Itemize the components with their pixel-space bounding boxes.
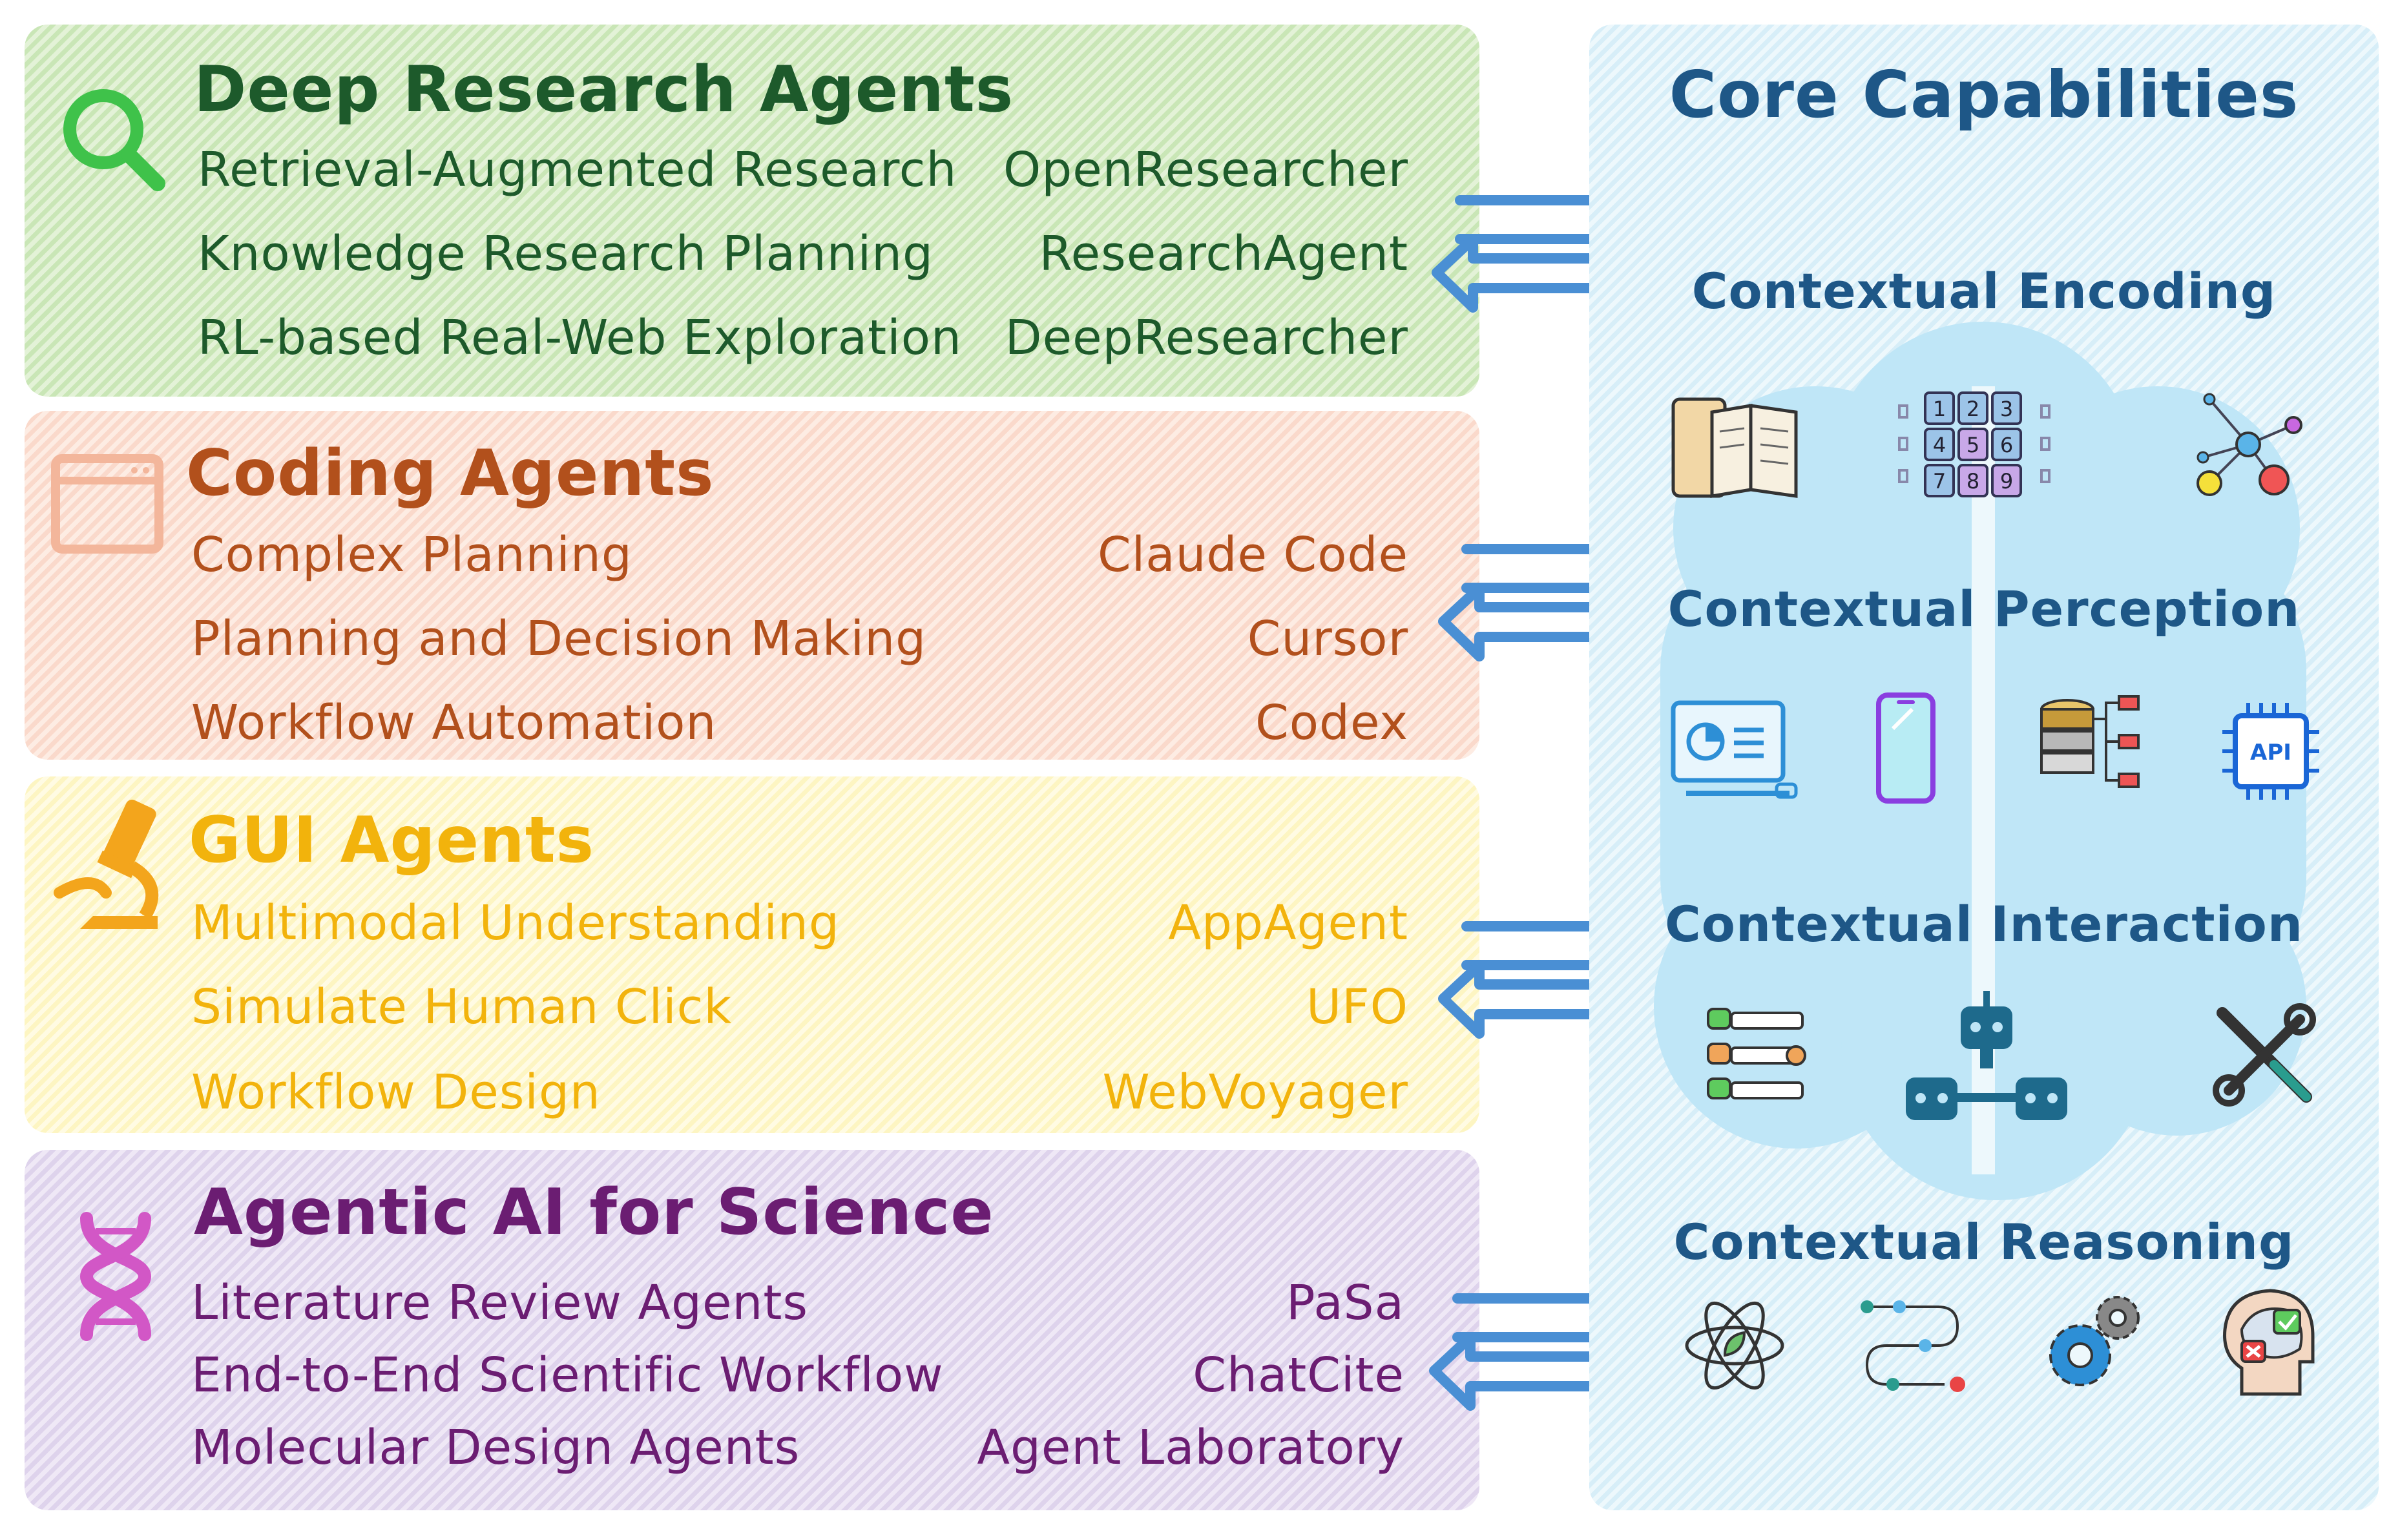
- keypad-key: [1991, 391, 2022, 425]
- panel-item: Simulate Human Click: [191, 979, 733, 1035]
- binary-bit: [1898, 437, 1908, 451]
- keypad-key: [1991, 464, 2022, 497]
- panel-example: Cursor: [1247, 611, 1408, 667]
- keypad-digit: 8: [1967, 469, 1979, 494]
- panel-item: Retrieval-Augmented Research: [198, 142, 957, 198]
- microscope-icon: [54, 799, 159, 929]
- panel-item: Molecular Design Agents: [191, 1420, 800, 1475]
- keypad-digit: 5: [1967, 433, 1979, 457]
- monitor-chart-icon: [1671, 700, 1798, 799]
- network-graph-icon: [2197, 393, 2302, 496]
- deep-research-panel: Deep Research Agents Retrieval-Augmented…: [25, 25, 1479, 397]
- panel-item: Planning and Decision Making: [191, 611, 927, 667]
- keypad-key: [1957, 391, 1988, 425]
- panel-example: DeepResearcher: [1005, 310, 1408, 366]
- panel-item: Complex Planning: [191, 527, 632, 583]
- robot-team-icon: [1906, 991, 2067, 1120]
- binary-bit: [1898, 404, 1908, 419]
- atom-leaf-icon: [1685, 1301, 1784, 1390]
- panel-item: Literature Review Agents: [191, 1275, 808, 1331]
- keypad-digit: 1: [1933, 397, 1946, 421]
- keypad-key: [1924, 464, 1955, 497]
- workflow-steps-icon: [1861, 1300, 1965, 1392]
- keypad-digit: 7: [1933, 469, 1946, 494]
- chat-list-icon: [1707, 1008, 1806, 1099]
- capability-label: Contextual Encoding: [1691, 262, 2277, 320]
- panel-item: End-to-End Scientific Workflow: [191, 1348, 944, 1403]
- panel-example: WebVoyager: [1102, 1065, 1408, 1120]
- panel-example: Claude Code: [1098, 527, 1408, 583]
- panel-title: Coding Agents: [186, 437, 715, 510]
- keypad-digit: 4: [1933, 433, 1946, 457]
- panel-example: UFO: [1306, 979, 1408, 1035]
- capability-label: Contextual Interaction: [1665, 895, 2303, 953]
- keypad-digit: 9: [2000, 469, 2013, 494]
- core-title: Core Capabilities: [1669, 57, 2299, 132]
- browser-window-icon: [51, 454, 163, 554]
- capability-label: Contextual Perception: [1667, 580, 2301, 638]
- capability-label: Contextual Reasoning: [1673, 1213, 2295, 1271]
- keypad-key: [1924, 391, 1955, 425]
- binary-bit: [2040, 437, 2050, 451]
- dna-icon: [79, 1212, 152, 1341]
- panel-example: PaSa: [1286, 1275, 1404, 1331]
- gui-agents-panel: GUI Agents Multimodal Understanding Simu…: [25, 776, 1479, 1133]
- keypad-key: [1957, 464, 1988, 497]
- mind-check-icon: [2223, 1289, 2315, 1396]
- binary-bit: [1898, 469, 1908, 483]
- brain-cloud-shape: [1654, 322, 2306, 1200]
- panel-item: Workflow Design: [191, 1065, 601, 1120]
- tools-icon: [2213, 1003, 2316, 1107]
- panel-title: Deep Research Agents: [194, 53, 1014, 127]
- panel-example: AppAgent: [1168, 895, 1408, 951]
- panel-item: Workflow Automation: [191, 695, 717, 751]
- core-capabilities-panel: Core Capabilities Contextual Encoding Co…: [1589, 25, 2379, 1510]
- magnifier-icon: [63, 89, 165, 191]
- binary-bit: [2040, 404, 2050, 419]
- api-chip-icon: API: [2222, 703, 2319, 800]
- panel-example: Codex: [1255, 695, 1408, 751]
- keypad-key: [1991, 428, 2022, 461]
- panel-item: Multimodal Understanding: [191, 895, 840, 951]
- keypad-key: [1957, 428, 1988, 461]
- panel-example: Agent Laboratory: [977, 1420, 1404, 1475]
- keypad-digit: 3: [2000, 397, 2013, 421]
- panel-item: RL-based Real-Web Exploration: [198, 310, 962, 366]
- keypad-digit: 6: [2000, 433, 2013, 457]
- panel-example: ResearchAgent: [1039, 226, 1408, 282]
- panel-title: Agentic AI for Science: [194, 1176, 994, 1249]
- keypad-key: [1924, 428, 1955, 461]
- scroll-book-icon: [1671, 397, 1798, 498]
- panel-example: ChatCite: [1193, 1348, 1404, 1403]
- panel-item: Knowledge Research Planning: [198, 226, 934, 282]
- science-agents-panel: Agentic AI for Science Literature Review…: [25, 1150, 1479, 1510]
- panel-example: OpenResearcher: [1003, 142, 1408, 198]
- database-icon: [2040, 695, 2140, 788]
- keypad-digit: 2: [1967, 397, 1979, 421]
- coding-agents-panel: Coding Agents Complex Planning Planning …: [25, 411, 1479, 760]
- gears-icon: [2049, 1296, 2140, 1386]
- panel-title: GUI Agents: [189, 804, 595, 877]
- api-label: API: [2250, 740, 2291, 765]
- binary-bit: [2040, 469, 2050, 483]
- smartphone-icon: [1876, 692, 1936, 804]
